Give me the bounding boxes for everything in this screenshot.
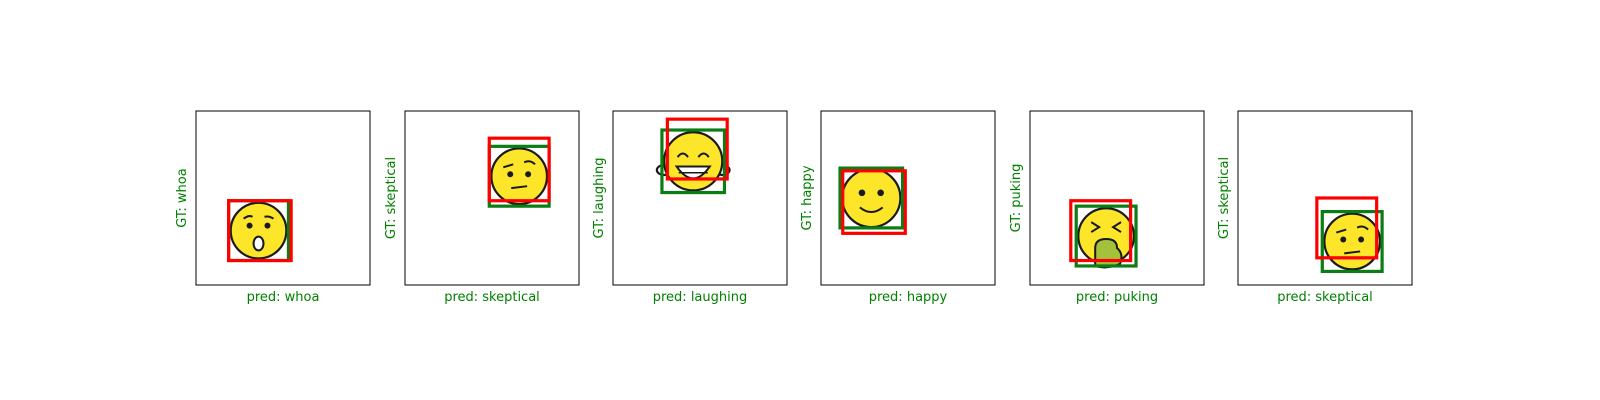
panel-2: pred: skeptical GT: skeptical bbox=[384, 110, 580, 305]
emoji-face bbox=[490, 147, 549, 206]
gt-box bbox=[1074, 204, 1138, 268]
panel-1: pred: whoa GT: whoa bbox=[175, 110, 371, 305]
gt-box bbox=[838, 166, 905, 230]
panel-3: pred: laughing GT: laughing bbox=[592, 110, 788, 305]
pred-label: pred: skeptical bbox=[1277, 290, 1373, 305]
eye-right bbox=[1358, 236, 1365, 243]
gt-label: GT: happy bbox=[800, 165, 815, 230]
gt-label: GT: skeptical bbox=[384, 157, 399, 239]
axes-frame bbox=[195, 110, 371, 286]
panel-4: pred: happy GT: happy bbox=[800, 110, 996, 305]
panel-image bbox=[821, 111, 995, 285]
eye-right bbox=[877, 189, 884, 197]
panel-image bbox=[1238, 111, 1412, 285]
axes-frame bbox=[820, 110, 996, 286]
axes-frame bbox=[404, 110, 580, 286]
panel-image bbox=[1030, 111, 1204, 285]
emoji-skeptical bbox=[490, 147, 549, 206]
eye-left bbox=[507, 171, 514, 178]
emoji-happy bbox=[841, 167, 902, 229]
gt-label: GT: puking bbox=[1009, 164, 1024, 233]
pred-label: pred: laughing bbox=[653, 290, 748, 305]
axes-frame bbox=[1029, 110, 1205, 286]
axes-frame bbox=[1237, 110, 1413, 286]
eye-right bbox=[264, 222, 271, 229]
pred-label: pred: puking bbox=[1076, 290, 1158, 305]
eye-left bbox=[858, 189, 866, 197]
pred-label: pred: skeptical bbox=[444, 290, 540, 305]
pred-box bbox=[1315, 196, 1379, 260]
emoji-skeptical bbox=[1323, 212, 1382, 271]
gt-box bbox=[660, 128, 727, 195]
emoji-whoa bbox=[229, 201, 288, 260]
emoji-face bbox=[1323, 212, 1382, 271]
brow-right bbox=[1356, 225, 1369, 231]
panel-6: pred: skeptical GT: skeptical bbox=[1217, 110, 1413, 305]
mouth bbox=[1344, 250, 1361, 255]
panel-5: pred: puking GT: puking bbox=[1009, 110, 1205, 305]
panel-image bbox=[405, 111, 579, 285]
brow-left bbox=[503, 163, 514, 169]
mouth bbox=[511, 185, 528, 190]
mouth bbox=[859, 206, 884, 214]
emoji-face bbox=[841, 167, 902, 229]
gt-label: GT: laughing bbox=[592, 157, 607, 238]
pred-label: pred: happy bbox=[869, 290, 948, 305]
brow-left bbox=[243, 215, 254, 220]
pred-box bbox=[227, 199, 293, 263]
gt-label: GT: skeptical bbox=[1217, 157, 1232, 239]
eye-left bbox=[246, 222, 253, 229]
gt-label: GT: whoa bbox=[175, 168, 190, 227]
pred-label: pred: whoa bbox=[247, 290, 320, 305]
brow-right bbox=[523, 160, 536, 166]
emoji-face bbox=[663, 131, 724, 192]
image-background bbox=[196, 111, 370, 285]
gt-box bbox=[1320, 209, 1384, 274]
eye-right bbox=[697, 152, 710, 158]
eye-left bbox=[676, 152, 689, 158]
mouth bbox=[252, 235, 265, 252]
brow-right bbox=[264, 215, 275, 220]
eye-left bbox=[1340, 236, 1347, 243]
pred-box bbox=[1069, 199, 1133, 263]
axes-frame bbox=[612, 110, 788, 286]
panel-image bbox=[613, 111, 787, 285]
brow-left bbox=[1336, 228, 1347, 234]
pred-box bbox=[665, 117, 729, 181]
pred-box bbox=[841, 169, 907, 235]
eye-right bbox=[525, 171, 532, 178]
eye-left bbox=[1090, 221, 1102, 233]
pred-box bbox=[487, 136, 551, 203]
eye-right bbox=[1111, 221, 1122, 233]
emoji-face bbox=[229, 201, 288, 260]
panel-image bbox=[196, 111, 370, 285]
